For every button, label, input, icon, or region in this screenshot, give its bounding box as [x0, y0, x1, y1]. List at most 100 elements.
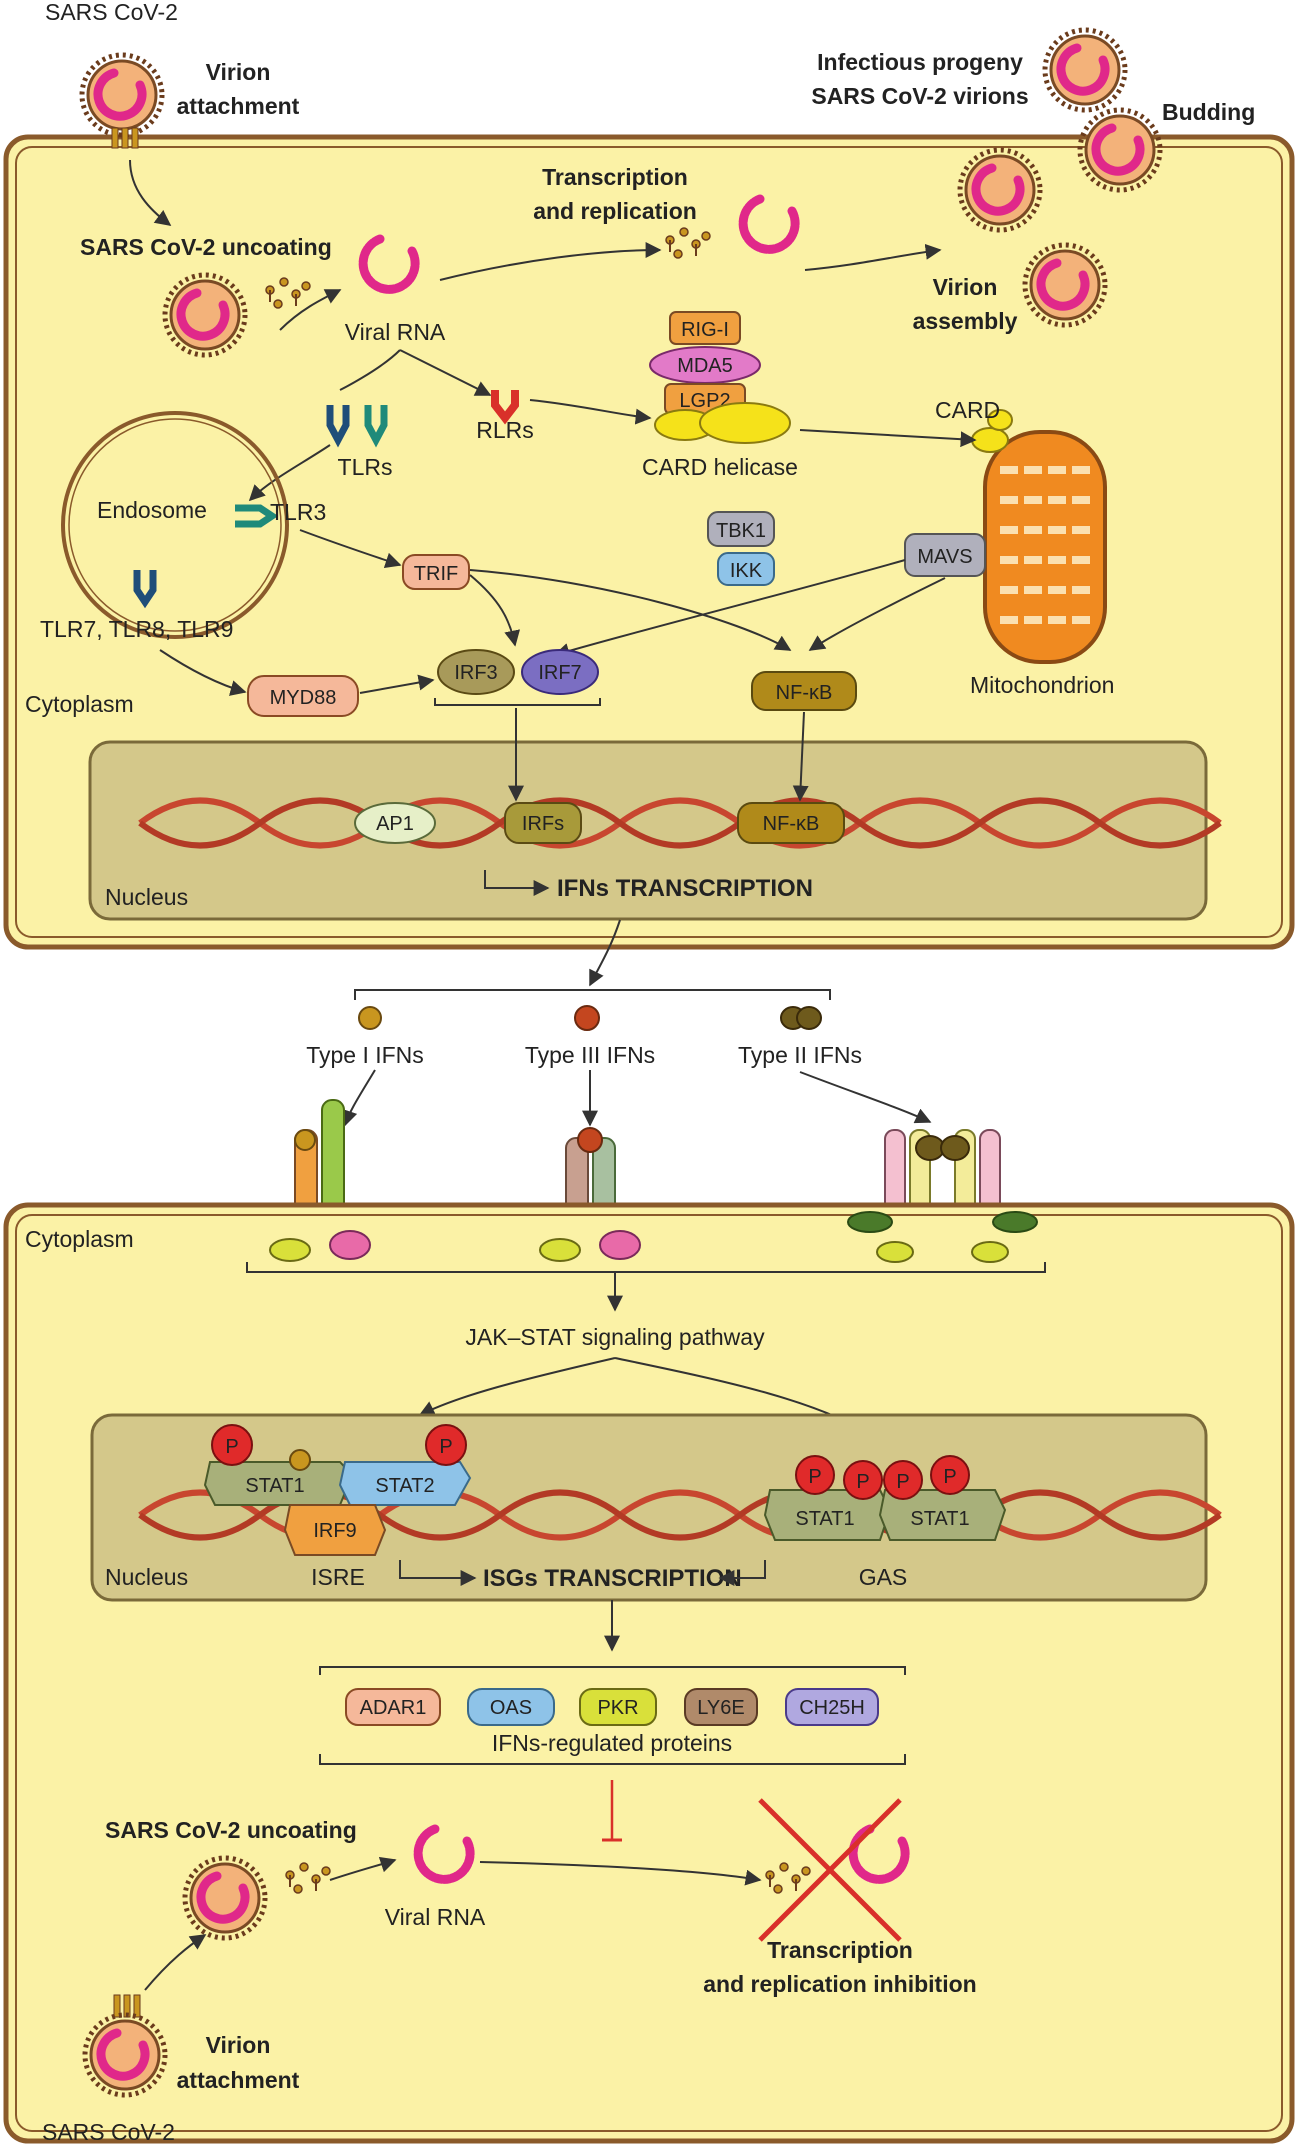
stat1-isgf3: STAT1	[203, 1461, 354, 1506]
progeny-virion-1	[1045, 30, 1125, 110]
svg-text:IRF3: IRF3	[454, 662, 497, 684]
attachment-bottom-label-1: Virion	[206, 2032, 271, 2058]
tlr3-receptor	[235, 504, 279, 528]
nucleus-label-top: Nucleus	[105, 884, 188, 910]
cytoplasm-label-bottom: Cytoplasm	[25, 1226, 134, 1252]
tbk1-protein: TBK1	[707, 511, 775, 547]
irf3-protein: IRF3	[437, 649, 515, 695]
rlrs-receptor	[491, 390, 519, 425]
svg-text:IRF7: IRF7	[538, 662, 581, 684]
attachment-label-2: attachment	[177, 93, 300, 119]
protein-pkr: PKR	[579, 1688, 657, 1726]
stat1-gaf-right: STAT1	[878, 1489, 1007, 1541]
nfkb-protein: NF-κB	[751, 671, 857, 711]
svg-text:IRFs: IRFs	[522, 813, 564, 835]
protein-ly6e: LY6E	[684, 1688, 758, 1726]
transcription-label-1: Transcription	[542, 164, 688, 190]
inhibition-label-1: Transcription	[767, 1937, 913, 1963]
svg-text:NF-κB: NF-κB	[763, 813, 820, 835]
svg-text:IKK: IKK	[730, 560, 763, 582]
svg-text:LY6E: LY6E	[697, 1697, 744, 1719]
virus-label-top: SARS CoV-2	[45, 0, 178, 25]
tlrs-label: TLRs	[338, 454, 393, 480]
protein-oas: OAS	[467, 1688, 555, 1726]
svg-text:STAT1: STAT1	[910, 1508, 969, 1530]
irfs-factor: IRFs	[504, 802, 582, 844]
card-label: CARD	[935, 397, 1000, 423]
rlrs-label: RLRs	[476, 417, 534, 443]
trif-protein: TRIF	[402, 554, 470, 590]
phospho-stat2-isgf3: P	[425, 1424, 467, 1466]
svg-text:STAT2: STAT2	[375, 1475, 434, 1497]
protein-adar1: ADAR1	[345, 1688, 441, 1726]
endosome-membrane	[61, 411, 289, 639]
mda5-protein: MDA5	[649, 346, 761, 384]
mitochondrion	[983, 430, 1107, 664]
virion-attachment-top	[82, 55, 162, 135]
irf7-protein: IRF7	[521, 649, 599, 695]
budding-label: Budding	[1162, 99, 1255, 125]
svg-text:NF-κB: NF-κB	[776, 682, 833, 704]
svg-text:P: P	[943, 1466, 956, 1488]
uncoating-label-top: SARS CoV-2 uncoating	[80, 234, 332, 260]
stat1-gaf-left: STAT1	[763, 1489, 892, 1541]
phospho-gaf-3: P	[883, 1460, 923, 1500]
svg-text:RIG-I: RIG-I	[681, 319, 729, 341]
viral-rna-label-bottom: Viral RNA	[385, 1904, 486, 1930]
ap1-factor: AP1	[354, 802, 436, 844]
mitochondrion-label: Mitochondrion	[970, 672, 1114, 698]
svg-text:P: P	[439, 1436, 452, 1458]
myd88-protein: MYD88	[247, 675, 359, 717]
nucleus-label-bottom: Nucleus	[105, 1564, 188, 1590]
phospho-stat1-isgf3: P	[211, 1424, 253, 1466]
svg-text:MAVS: MAVS	[917, 546, 972, 568]
inhibition-label-2: and replication inhibition	[703, 1971, 976, 1997]
svg-text:STAT1: STAT1	[795, 1508, 854, 1530]
tlr789-label: TLR7, TLR8, TLR9	[40, 616, 233, 642]
assembly-label-2: assembly	[913, 308, 1018, 334]
progeny-label-1: Infectious progeny	[817, 49, 1023, 75]
gas-label: GAS	[859, 1564, 908, 1590]
type1-label: Type I IFNs	[306, 1042, 424, 1068]
svg-text:TRIF: TRIF	[414, 563, 458, 585]
protein-ch25h: CH25H	[785, 1688, 879, 1726]
svg-text:MYD88: MYD88	[270, 687, 337, 709]
progeny-label-2: SARS CoV-2 virions	[811, 83, 1028, 109]
tlrs-receptors	[326, 405, 388, 448]
card-helicase	[654, 402, 791, 444]
svg-text:P: P	[808, 1466, 821, 1488]
svg-text:IRF9: IRF9	[313, 1520, 356, 1542]
svg-text:ADAR1: ADAR1	[360, 1697, 427, 1719]
assembly-label-1: Virion	[933, 274, 998, 300]
ifn-transcription-label: IFNs TRANSCRIPTION	[557, 875, 813, 902]
card-helicase-label: CARD helicase	[642, 454, 798, 480]
svg-text:STAT1: STAT1	[245, 1475, 304, 1497]
phospho-gaf-4: P	[930, 1455, 970, 1495]
mavs-protein: MAVS	[904, 533, 986, 577]
nfkb-dna-factor: NF-κB	[737, 802, 845, 844]
viral-rna-label-top: Viral RNA	[345, 319, 446, 345]
endosome-label: Endosome	[97, 497, 207, 523]
type2-ifn-molecule	[780, 1006, 822, 1030]
svg-text:PKR: PKR	[597, 1697, 638, 1719]
type3-ifn-molecule	[574, 1005, 600, 1031]
svg-text:P: P	[856, 1471, 869, 1493]
transcription-label-2: and replication	[533, 198, 697, 224]
isg-transcription-label: ISGs TRANSCRIPTION	[483, 1565, 742, 1592]
attachment-bottom-label-2: attachment	[177, 2067, 300, 2093]
irf9-isgf3: IRF9	[283, 1504, 387, 1556]
uncoating-label-bottom: SARS CoV-2 uncoating	[105, 1817, 357, 1843]
cytoplasm-label-top: Cytoplasm	[25, 691, 134, 717]
tlr789-receptor	[133, 570, 157, 609]
receptor-cytoplasmic-domains	[269, 1211, 1038, 1263]
svg-text:AP1: AP1	[376, 813, 414, 835]
inhibition-cross	[758, 1798, 902, 1942]
svg-text:P: P	[896, 1471, 909, 1493]
type2-label: Type II IFNs	[738, 1042, 862, 1068]
stat2-isgf3: STAT2	[338, 1461, 472, 1506]
ikk-protein: IKK	[717, 552, 775, 586]
phospho-gaf-2: P	[843, 1460, 883, 1500]
isre-label: ISRE	[311, 1564, 365, 1590]
attachment-label-1: Virion	[206, 59, 271, 85]
svg-text:P: P	[225, 1436, 238, 1458]
